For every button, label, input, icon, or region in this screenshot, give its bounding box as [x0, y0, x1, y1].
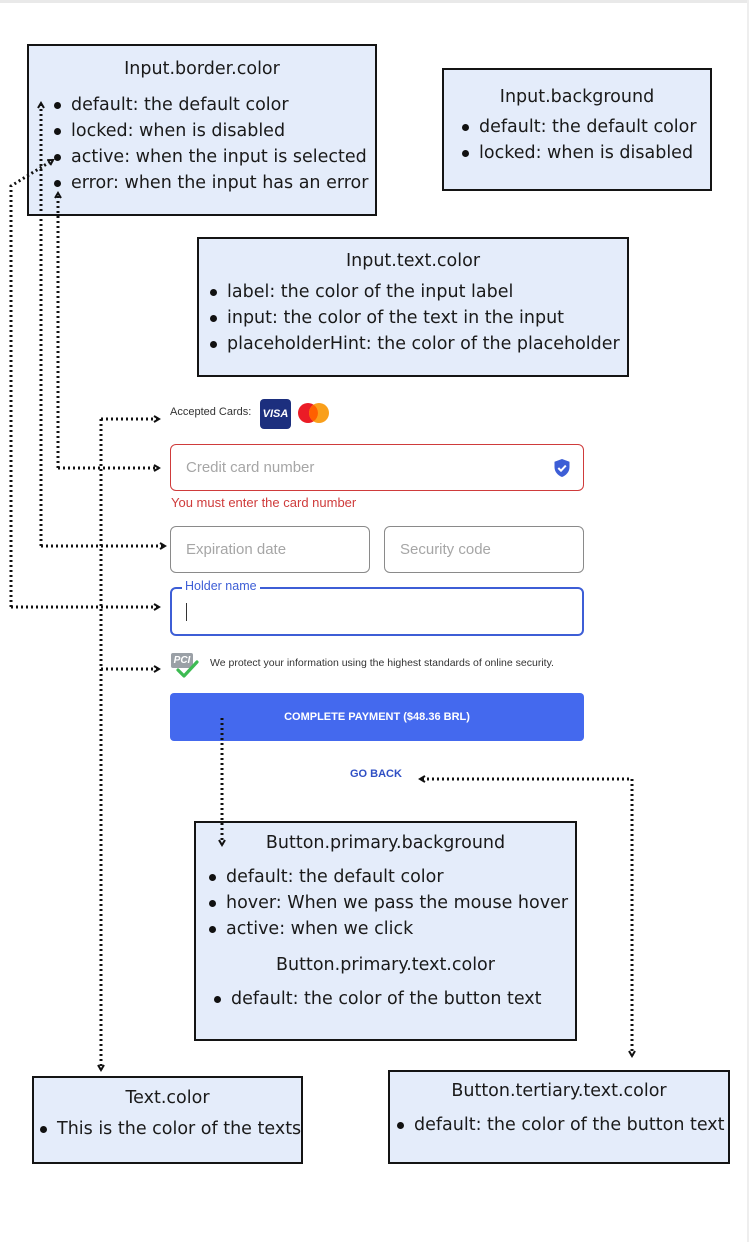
security-code-placeholder: Security code: [400, 541, 491, 558]
note-title: Input.border.color: [124, 59, 280, 79]
security-notice: We protect your information using the hi…: [210, 657, 554, 669]
list-item: active: when the input is selected: [51, 144, 375, 170]
expiration-date-input[interactable]: Expiration date: [170, 526, 370, 573]
list-item: placeholderHint: the color of the placeh…: [207, 331, 627, 357]
visa-icon: VISA: [260, 399, 291, 429]
note-title: Input.text.color: [345, 251, 481, 271]
note-text-color: Text.color This is the color of the text…: [32, 1076, 303, 1164]
pci-label: PCI: [171, 653, 193, 668]
list-item: input: the color of the text in the inpu…: [207, 305, 627, 331]
list-item: default: the default color: [459, 114, 710, 140]
note-title: Button.primary.background: [265, 833, 506, 853]
holder-name-label: Holder name: [182, 579, 260, 593]
note-button-tertiary: Button.tertiary.text.color default: the …: [388, 1070, 730, 1164]
top-border: [0, 0, 749, 3]
note-title: Input.background: [499, 87, 655, 107]
note-subtitle: Button.primary.text.color: [276, 955, 495, 975]
note-list: default: the default color hover: When w…: [206, 864, 575, 942]
shield-check-icon: [554, 459, 570, 477]
accepted-cards-label: Accepted Cards:: [170, 406, 252, 418]
credit-card-number-input[interactable]: Credit card number: [170, 444, 584, 491]
list-item: default: the default color: [206, 864, 575, 890]
right-border: [747, 0, 749, 1242]
expiration-placeholder: Expiration date: [186, 541, 287, 558]
note-input-background: Input.background default: the default co…: [442, 68, 712, 191]
list-item: default: the color of the button text: [394, 1112, 728, 1138]
note-list: default: the default color locked: when …: [459, 114, 710, 166]
note-input-border-color: Input.border.color default: the default …: [27, 44, 377, 216]
note-list: This is the color of the texts: [37, 1116, 301, 1142]
list-item: locked: when is disabled: [459, 140, 710, 166]
note-title: Button.tertiary.text.color: [451, 1081, 667, 1101]
check-icon: [176, 660, 199, 678]
list-item: This is the color of the texts: [37, 1116, 301, 1142]
holder-name-input[interactable]: [170, 587, 584, 636]
note-list: default: the default color locked: when …: [51, 92, 375, 196]
note-button-primary: Button.primary.background default: the d…: [194, 821, 577, 1041]
arrow-active-to-holder-name: [9, 158, 55, 607]
list-item: active: when we click: [206, 916, 575, 942]
complete-payment-button[interactable]: COMPLETE PAYMENT ($48.36 BRL): [170, 693, 584, 741]
security-code-input[interactable]: Security code: [384, 526, 584, 573]
list-item: label: the color of the input label: [207, 279, 627, 305]
card-number-error: You must enter the card number: [171, 495, 357, 510]
mastercard-icon: [298, 403, 329, 423]
list-item: default: the default color: [51, 92, 375, 118]
list-item: hover: When we pass the mouse hover: [206, 890, 575, 916]
complete-payment-label: COMPLETE PAYMENT ($48.36 BRL): [284, 711, 470, 723]
note-input-text-color: Input.text.color label: the color of the…: [197, 237, 629, 377]
list-item: default: the color of the button text: [211, 986, 575, 1012]
go-back-button[interactable]: GO BACK: [350, 768, 402, 780]
text-cursor: [186, 602, 187, 621]
note-list: label: the color of the input label inpu…: [207, 279, 627, 357]
list-item: locked: when is disabled: [51, 118, 375, 144]
note-list: default: the color of the button text: [211, 986, 575, 1012]
note-list: default: the color of the button text: [394, 1112, 728, 1138]
visa-label: VISA: [262, 408, 289, 420]
credit-card-placeholder: Credit card number: [186, 459, 315, 476]
list-item: error: when the input has an error: [51, 170, 375, 196]
pci-badge-icon: PCI: [171, 651, 199, 679]
note-title: Text.color: [125, 1088, 210, 1108]
